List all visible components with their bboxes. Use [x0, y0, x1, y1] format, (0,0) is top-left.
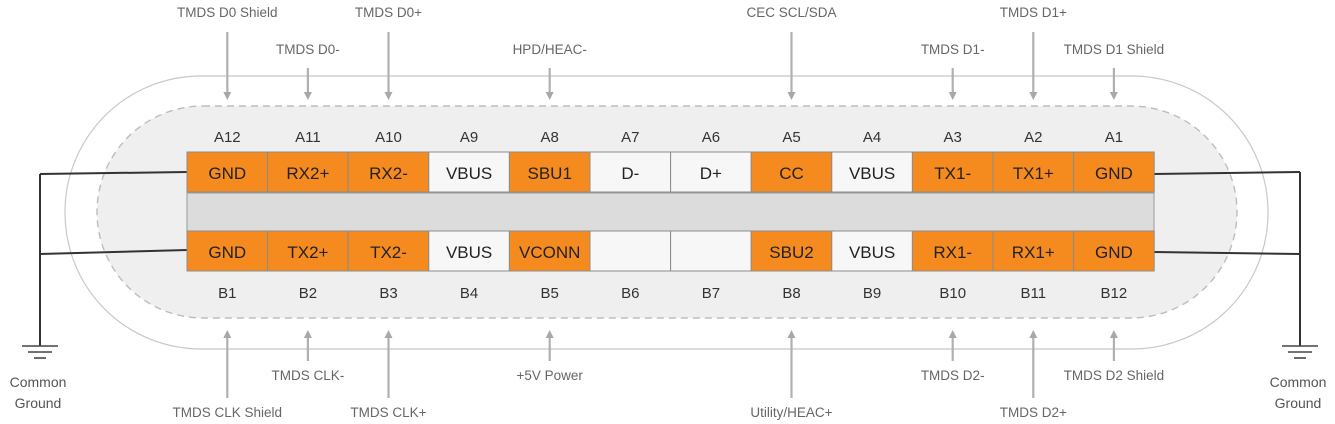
ground-symbol-right — [1282, 345, 1318, 359]
pin-label-a6: D+ — [700, 164, 722, 183]
pin-label-b11: RX1+ — [1012, 243, 1055, 262]
pin-cell-a9 — [428, 151, 510, 193]
pin-cell-a8 — [508, 151, 591, 193]
pin-label-b3: TX2- — [370, 243, 407, 262]
signal-label-bottom: +5V Power — [516, 368, 583, 383]
signal-label-bottom: TMDS D2+ — [1000, 405, 1067, 420]
pin-number-a4: A4 — [863, 129, 881, 146]
pin-label-b12: GND — [1095, 243, 1133, 262]
pin-cell-b10 — [911, 230, 994, 272]
signal-label-top: HPD/HEAC- — [513, 42, 587, 57]
pin-number-b1: B1 — [218, 285, 236, 302]
pin-number-b7: B7 — [702, 285, 720, 302]
pin-cell-b4 — [428, 230, 510, 272]
pin-cell-a2 — [992, 151, 1075, 193]
signal-label-top: TMDS D0- — [276, 42, 340, 57]
pin-row-b: GND B1 TX2+ B2 TX2- B3 VBUS B4 VCONN B5 B6 B7 SBU2B8… — [186, 230, 1155, 302]
signal-label-bottom: TMDS CLK Shield — [173, 405, 283, 420]
pin-number-a2: A2 — [1024, 129, 1042, 146]
ground-symbol-left — [22, 345, 58, 359]
pin-label-a3: TX1- — [934, 164, 971, 183]
pin-cell-b11 — [992, 230, 1075, 272]
pin-label-a8: SBU1 — [527, 164, 571, 183]
signal-label-bottom: TMDS D2 Shield — [1064, 368, 1165, 383]
pin-number-b10: B10 — [939, 285, 966, 302]
signal-label-top: CEC SCL/SDA — [746, 5, 836, 20]
pin-label-a11: RX2+ — [286, 164, 329, 183]
pin-number-a8: A8 — [541, 129, 559, 146]
pin-cell-b6 — [589, 230, 672, 272]
pin-label-b1: GND — [208, 243, 246, 262]
pin-cell-a4 — [831, 151, 913, 193]
ground-label-left-line1: Common — [10, 374, 67, 390]
ground-label-right-line1: Common — [1270, 374, 1327, 390]
pin-number-a1: A1 — [1105, 129, 1123, 146]
ground-label-left-line2: Ground — [15, 395, 62, 411]
signal-label-top: TMDS D0 Shield — [177, 5, 278, 20]
pin-number-b6: B6 — [621, 285, 639, 302]
pin-label-b5: VCONN — [519, 243, 580, 262]
signal-label-top: TMDS D1+ — [1000, 5, 1067, 20]
pin-label-b9: VBUS — [849, 243, 895, 262]
ground-wiring-left — [39, 171, 188, 346]
signal-label-top: TMDS D1 Shield — [1064, 42, 1165, 57]
pin-label-b10: RX1- — [933, 243, 972, 262]
pin-cell-a6 — [670, 151, 752, 193]
signal-label-top: TMDS D0+ — [355, 5, 422, 20]
pin-label-a1: GND — [1095, 164, 1133, 183]
signal-label-bottom: TMDS CLK- — [272, 368, 345, 383]
pin-cell-a1 — [1073, 151, 1155, 193]
pin-label-a10: RX2- — [369, 164, 408, 183]
pin-cell-b2 — [267, 230, 349, 272]
pin-number-b4: B4 — [460, 285, 478, 302]
pin-cell-b3 — [347, 230, 430, 272]
pin-number-b3: B3 — [379, 285, 397, 302]
pin-number-b5: B5 — [541, 285, 559, 302]
pin-number-a5: A5 — [782, 129, 800, 146]
pin-number-b9: B9 — [863, 285, 881, 302]
connector-tongue — [186, 192, 1155, 232]
pin-label-a2: TX1+ — [1013, 164, 1054, 183]
pin-number-b8: B8 — [782, 285, 800, 302]
pin-label-a12: GND — [208, 164, 246, 183]
pin-cell-a3 — [911, 151, 994, 193]
pin-number-b2: B2 — [299, 285, 317, 302]
pin-label-a4: VBUS — [849, 164, 895, 183]
pin-cell-a11 — [267, 151, 349, 193]
pin-number-a3: A3 — [944, 129, 962, 146]
pin-cell-a7 — [589, 151, 672, 193]
pin-cell-a10 — [347, 151, 430, 193]
signal-label-top: TMDS D1- — [921, 42, 985, 57]
bottom-signal-labels: TMDS CLK Shield TMDS CLK- TMDS CLK+ +5V Pow… — [173, 330, 1165, 420]
pin-label-a5: CC — [779, 164, 804, 183]
signal-label-bottom: TMDS D2- — [921, 368, 985, 383]
signal-label-bottom: Utility/HEAC+ — [750, 405, 832, 420]
pin-number-b11: B11 — [1021, 285, 1047, 302]
pin-label-b8: SBU2 — [769, 243, 813, 262]
pin-number-a10: A10 — [375, 129, 402, 146]
pin-cell-b12 — [1073, 230, 1155, 272]
pin-number-a12: A12 — [214, 129, 241, 146]
ground-wiring-right — [1153, 171, 1301, 346]
ground-label-right-line2: Ground — [1275, 395, 1322, 411]
pin-label-b2: TX2+ — [287, 243, 328, 262]
pin-label-a9: VBUS — [446, 164, 492, 183]
pin-number-a9: A9 — [460, 129, 478, 146]
signal-label-bottom: TMDS CLK+ — [350, 405, 426, 420]
pin-number-a6: A6 — [702, 129, 720, 146]
pin-cell-b7 — [670, 230, 752, 272]
pin-cell-b1 — [186, 230, 269, 272]
pin-number-a7: A7 — [621, 129, 639, 146]
pin-cell-a12 — [186, 151, 269, 193]
pin-number-b12: B12 — [1101, 285, 1128, 302]
pin-label-b4: VBUS — [446, 243, 492, 262]
pin-label-a7: D- — [621, 164, 639, 183]
pin-number-a11: A11 — [295, 129, 321, 146]
